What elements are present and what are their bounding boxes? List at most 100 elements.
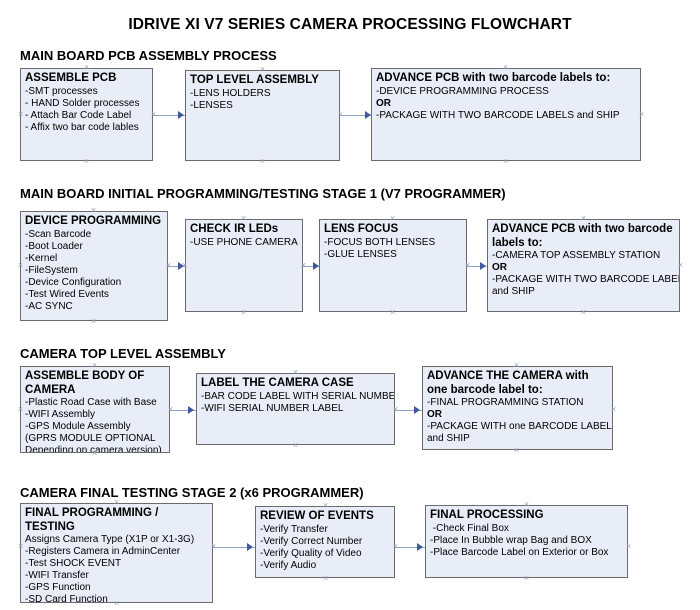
arrow-head-icon [178,111,184,119]
node-line: Depending on camera version) [25,445,162,453]
node-advance-the-camera[interactable]: ADVANCE THE CAMERA with one barcode labe… [422,366,613,450]
connector-line [213,547,255,548]
arrow-head-icon [247,543,253,551]
connection-handle[interactable]: × [91,448,98,458]
connection-handle[interactable]: × [389,213,396,223]
node-line: -Verify Audio [260,559,317,571]
connection-handle[interactable]: × [17,109,24,119]
node-line: -AC SYNC [25,300,73,312]
node-check-ir-leds[interactable]: CHECK IR LEDs -USE PHONE CAMERA [185,219,303,312]
node-line: -Place In Bubble wrap Bag and BOX [430,534,592,546]
node-line: -Registers Camera in AdminCenter [25,546,181,557]
connection-handle[interactable]: × [292,367,299,377]
node-line: -GPS Module Assembly [25,421,131,432]
connection-handle[interactable]: × [150,109,157,119]
arrow-head-icon [188,406,194,414]
connection-handle[interactable]: × [91,360,98,370]
arrow-head-icon [417,543,423,551]
page-title: IDRIVE XI V7 SERIES CAMERA PROCESSING FL… [128,16,572,33]
node-line: -USE PHONE CAMERA [190,236,298,248]
node-line: - Affix two bar code lables [25,121,139,133]
connection-handle[interactable]: × [259,64,266,74]
node-line: -Boot Loader [25,240,83,252]
node-line: -SMT processes [25,85,98,97]
node-title: FINAL PROCESSING [430,509,544,521]
connection-handle[interactable]: × [83,62,90,72]
connector-line [395,547,425,548]
node-final-programming-testing[interactable]: FINAL PROGRAMMING / TESTING Assigns Came… [20,503,213,603]
connection-handle[interactable]: × [580,307,587,317]
node-assemble-pcb[interactable]: ASSEMBLE PCB -SMT processes - HAND Solde… [20,68,153,161]
section-header-main-board-pcb-assembly: MAIN BOARD PCB ASSEMBLY PROCESS [20,48,277,63]
connection-handle[interactable]: × [17,541,24,551]
connection-handle[interactable]: × [113,598,120,608]
connection-handle[interactable]: × [337,109,344,119]
node-line: -LENS HOLDERS [190,87,271,99]
connection-handle[interactable]: × [513,445,520,455]
connection-handle[interactable]: × [240,307,247,317]
connection-handle[interactable]: × [523,499,530,509]
connection-handle[interactable]: × [523,573,530,583]
section-header-main-board-initial-programming: MAIN BOARD INITIAL PROGRAMMING/TESTING S… [20,186,506,201]
node-line: -WIFI Transfer [25,570,89,581]
node-review-of-events[interactable]: REVIEW OF EVENTS -Verify Transfer -Verif… [255,506,395,578]
node-top-level-assembly[interactable]: TOP LEVEL ASSEMBLY -LENS HOLDERS -LENSES [185,70,340,161]
node-title: LENS FOCUS [324,223,399,235]
connection-handle[interactable]: × [322,573,329,583]
connection-handle[interactable]: × [90,316,97,326]
node-title: TOP LEVEL ASSEMBLY [190,74,319,86]
node-line: -Check Final Box [430,522,509,534]
node-advance-pcb-camera-top[interactable]: ADVANCE PCB with two barcode labels to: … [487,219,680,312]
connection-handle[interactable]: × [113,497,120,507]
connection-handle[interactable]: × [580,213,587,223]
connection-handle[interactable]: × [83,156,90,166]
node-title: REVIEW OF EVENTS [260,510,374,522]
node-line: -Test SHOCK EVENT [25,558,122,569]
connection-handle[interactable]: × [392,404,399,414]
connection-handle[interactable]: × [389,307,396,317]
connection-handle[interactable]: × [17,260,24,270]
connection-handle[interactable]: × [240,213,247,223]
connection-handle[interactable]: × [90,205,97,215]
connector-line [170,410,196,411]
arrow-head-icon [313,262,319,270]
node-line: -FINAL PROGRAMMING STATION [427,397,584,408]
connection-handle[interactable]: × [167,404,174,414]
connection-handle[interactable]: × [625,541,632,551]
node-title: ADVANCE PCB with two barcode labels to: [492,223,673,249]
node-line: -PACKAGE WITH TWO BARCODE LABELS and SHI… [376,109,620,121]
node-final-processing[interactable]: FINAL PROCESSING -Check Final Box -Place… [425,505,628,578]
node-line: (GPRS MODULE OPTIONAL [25,433,156,444]
node-advance-pcb-two-barcode[interactable]: ADVANCE PCB with two barcode labels to: … [371,68,641,161]
connector-line [168,266,185,267]
connector-line [467,266,487,267]
connection-handle[interactable]: × [513,360,520,370]
connection-handle[interactable]: × [300,260,307,270]
section-header-camera-top-level-assembly: CAMERA TOP LEVEL ASSEMBLY [20,346,226,361]
node-lens-focus[interactable]: LENS FOCUS -FOCUS BOTH LENSES -GLUE LENS… [319,219,467,312]
connection-handle[interactable]: × [638,109,645,119]
connection-handle[interactable]: × [17,404,24,414]
connection-handle[interactable]: × [502,62,509,72]
node-title: ASSEMBLE PCB [25,72,117,84]
node-title: ASSEMBLE BODY OF CAMERA [25,370,145,396]
connection-handle[interactable]: × [502,156,509,166]
connection-handle[interactable]: × [610,404,617,414]
connection-handle[interactable]: × [181,260,188,270]
node-line: - Attach Bar Code Label [25,109,132,121]
node-line: -GLUE LENSES [324,248,397,260]
node-title: ADVANCE THE CAMERA with one barcode labe… [427,370,589,396]
connection-handle[interactable]: × [677,260,684,270]
connection-handle[interactable]: × [322,500,329,510]
connection-handle[interactable]: × [464,260,471,270]
connection-handle[interactable]: × [165,260,172,270]
arrow-head-icon [480,262,486,270]
node-device-programming[interactable]: DEVICE PROGRAMMING -Scan Barcode -Boot L… [20,211,168,321]
connection-handle[interactable]: × [292,440,299,450]
node-assemble-body-of-camera[interactable]: ASSEMBLE BODY OF CAMERA -Plastic Road Ca… [20,366,170,453]
node-label-the-camera-case[interactable]: LABEL THE CAMERA CASE -BAR CODE LABEL WI… [196,373,395,445]
connection-handle[interactable]: × [259,156,266,166]
connection-handle[interactable]: × [210,541,217,551]
connection-handle[interactable]: × [392,541,399,551]
